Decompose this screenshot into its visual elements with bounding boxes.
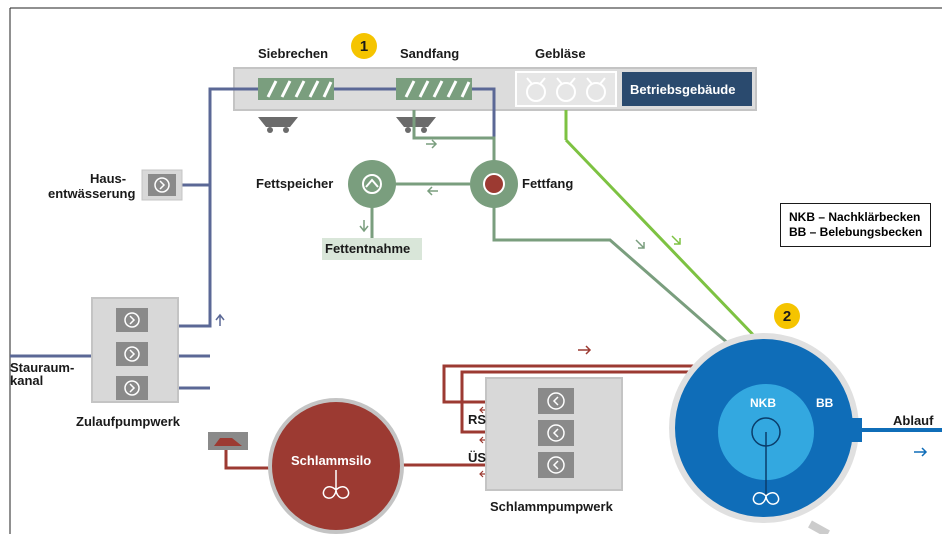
label-stauraumkanal-2: kanal [10, 373, 44, 388]
fettspeicher-pump-icon [362, 174, 382, 194]
schlammsilo-agitator-icon [322, 470, 350, 499]
label-rs: RS [468, 412, 487, 427]
sandfang-unit [396, 78, 472, 100]
siebrechen-wagon-icon [258, 117, 298, 133]
hausentwaesserung-pump-icon [154, 177, 170, 193]
betriebsgebaeude-box [622, 72, 752, 106]
label-bb: BB [816, 396, 834, 410]
label-sandfang: Sandfang [400, 46, 460, 61]
siebrechen-unit [258, 78, 334, 100]
arrow-grease-left [426, 186, 438, 196]
fettentnahme-box [322, 238, 422, 260]
arrow-red-top [578, 345, 592, 355]
fettfang-core [483, 173, 505, 195]
pipe-silo-truck [224, 448, 272, 470]
label-geblaese: Gebläse [535, 46, 586, 61]
label-schlammpumpwerk: Schlammpumpwerk [490, 499, 613, 514]
fettspeicher-pump-mark [365, 178, 379, 188]
label-fettentnahme: Fettentnahme [325, 241, 411, 256]
label-hausentwaesserung-2: entwässerung [48, 186, 136, 201]
label-fettspeicher: Fettspeicher [256, 176, 334, 191]
label-siebrechen: Siebrechen [258, 46, 329, 61]
hausentwaesserung-pump [148, 174, 176, 196]
badge-two: 2 [774, 303, 800, 329]
ablauf-channel [848, 418, 862, 442]
inflow-pipe-blue [160, 87, 260, 328]
label-us: ÜS [468, 450, 487, 465]
label-schlammsilo: Schlammsilo [291, 453, 372, 468]
legend-box: NKB – Nachklärbecken BB – Belebungsbecke… [780, 203, 932, 247]
badge-one: 1 [351, 33, 377, 59]
schlamm-pumps [538, 388, 574, 478]
corner-decoration [808, 520, 830, 534]
schlammsilo-tank [268, 398, 404, 534]
label-stauraumkanal-1: Stauraum- [10, 360, 75, 375]
siebrechen-stripes [266, 80, 333, 98]
bb-agitator-icon [752, 492, 780, 505]
blower-icons [526, 77, 606, 102]
legend-line-1: NKB – Nachklärbecken [789, 210, 921, 224]
arrow-up-blue [215, 313, 225, 326]
arrow-ablauf [914, 447, 928, 457]
label-nkb: NKB [750, 396, 776, 410]
label-fettfang: Fettfang [522, 176, 574, 191]
legend-line-2: BB – Belebungsbecken [789, 225, 923, 239]
arrow-green-diag-2 [671, 235, 681, 245]
pipe-geblaese-bb-diag [564, 138, 764, 346]
label-zulaufpumpwerk: Zulaufpumpwerk [76, 414, 181, 429]
arrow-green-diag-1 [635, 239, 645, 249]
label-hausentwaesserung-1: Haus- [90, 171, 127, 186]
pipe-sandfang-fettfang-green [412, 110, 496, 170]
sandfang-wagon-icon [396, 117, 436, 133]
fettspeicher-tank [348, 160, 396, 208]
sandfang-stripes [404, 80, 471, 98]
zulauf-pumps [116, 308, 148, 400]
sludge-truck-icon [214, 438, 242, 446]
label-ablauf: Ablauf [893, 413, 934, 428]
pipe-fettfang-nkb [492, 206, 731, 347]
arrow-grease-down [359, 220, 369, 233]
arrow-grease-right [426, 139, 438, 149]
label-betriebsgebaeude[interactable]: Betriebsgebäude [630, 82, 736, 97]
